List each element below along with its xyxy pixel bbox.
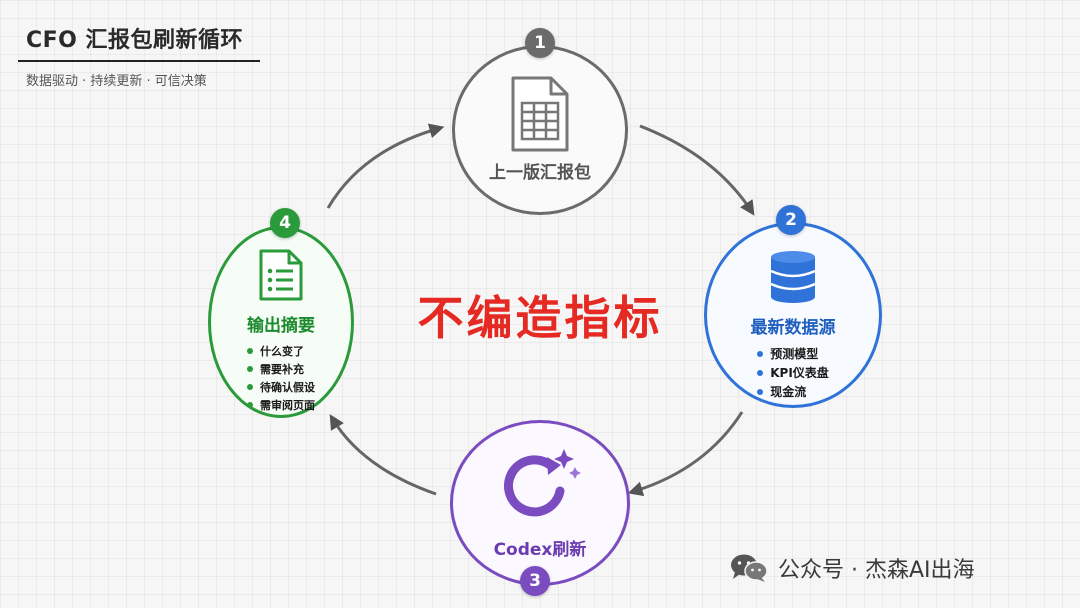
arrow-3-to-4 [329,414,437,496]
bullet-dot [247,366,253,372]
step-1-title: 上一版汇报包 [489,163,591,183]
bullet-dot [757,388,764,395]
step-4-list: 什么变了 需要补充 待确认假设 需审阅页面 [247,342,315,414]
list-item: 需审阅页面 [247,396,315,414]
title-divider [18,60,260,62]
arrow-1-to-2 [639,124,755,216]
list-item: 需要补充 [247,360,315,378]
step-1-badge: 1 [525,28,555,58]
bullet-dot [247,384,253,390]
codex-refresh-icon [504,449,581,517]
list-item: 预测模型 [757,344,829,363]
watermark: 公众号 · 杰森AI出海 [730,552,975,584]
center-slogan: 不编造指标 [417,291,663,345]
bullet-dot [247,348,253,354]
arrow-4-to-1 [326,123,445,209]
list-item: 待确认假设 [247,378,315,396]
bullet-dot [757,369,764,376]
database-icon [770,251,816,303]
step-3-badge: 3 [520,566,550,596]
step-4-title: 输出摘要 [247,316,315,336]
bullet-dot [247,402,253,408]
page-subtitle: 数据驱动 · 持续更新 · 可信决策 [26,74,207,89]
page-title: CFO 汇报包刷新循环 [26,28,244,53]
step-4-badge: 4 [270,208,300,238]
arrow-2-to-3 [627,411,744,497]
list-item: KPI仪表盘 [757,363,829,382]
step-3-codex-refresh: Codex刷新 [450,420,630,586]
step-4-output-summary: 输出摘要 什么变了 需要补充 待确认假设 需审阅页面 [208,226,354,418]
bullet-dot [757,350,764,357]
wechat-icon [731,554,768,582]
watermark-text: 公众号 · 杰森AI出海 [778,558,975,583]
step-3-title: Codex刷新 [493,540,587,560]
checklist-document-icon [259,249,303,301]
step-2-list: 预测模型 KPI仪表盘 现金流 [757,344,829,401]
list-item: 现金流 [757,382,829,401]
step-2-badge: 2 [776,205,806,235]
spreadsheet-icon [511,76,569,152]
step-1-previous-report: 上一版汇报包 [452,45,628,215]
list-item: 什么变了 [247,342,315,360]
step-2-title: 最新数据源 [750,318,836,338]
step-2-latest-data-source: 最新数据源 预测模型 KPI仪表盘 现金流 [704,222,882,408]
